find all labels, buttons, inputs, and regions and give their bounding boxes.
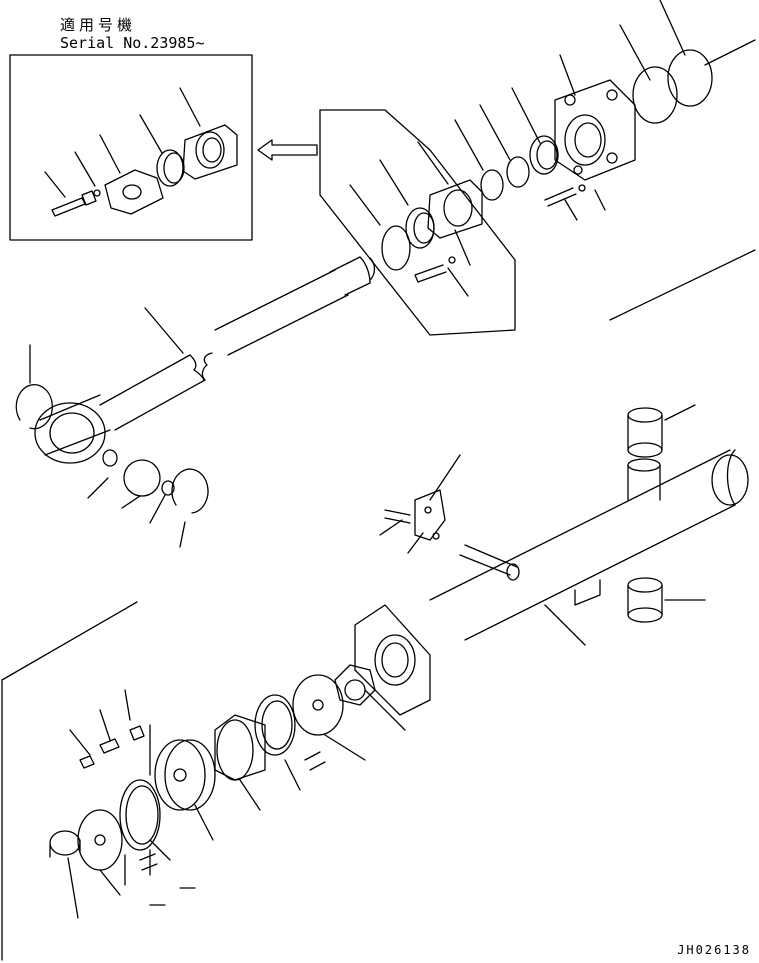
serial-inset-box — [10, 55, 252, 240]
piston-assembly — [2, 602, 405, 960]
piston-rod — [16, 257, 374, 547]
cylinder-tube — [355, 405, 748, 715]
applicable-serial-number: Serial No.23985~ — [60, 34, 205, 52]
rod-head-group-outline — [320, 110, 515, 335]
arrow-left-icon — [258, 140, 317, 160]
applicable-serial-label-jp: 適用号機 — [60, 16, 137, 34]
drawing-code: JH026138 — [677, 943, 751, 957]
cylinder-head-assembly — [455, 0, 755, 320]
